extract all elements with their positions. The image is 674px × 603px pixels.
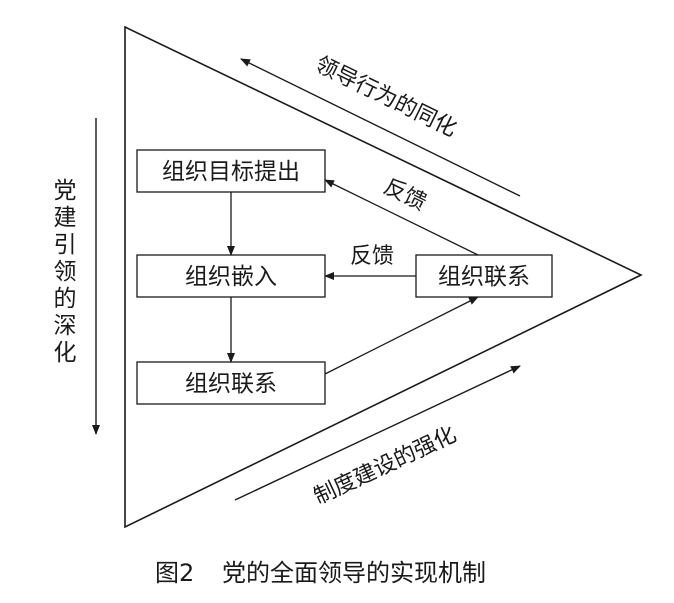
left-side-label: 党建引领的深化 [49,178,77,367]
arrow-link-to-right [324,296,479,375]
box-goal-label: 组织目标提出 [162,159,300,185]
top-edge-label: 领导行为的同化 [311,52,460,142]
figure-title: 党的全面领导的实现机制 [222,559,486,587]
box-goal [136,149,326,193]
feedback-label-lower: 反馈 [350,244,394,269]
figure-number: 图2 [155,559,194,587]
box-embed-label: 组织嵌入 [185,264,277,290]
box-link-right-label: 组织联系 [438,264,530,290]
top-diagonal-arrow [240,58,521,197]
box-link-bottom-label: 组织联系 [185,371,277,397]
bottom-diagonal-arrow [234,365,521,501]
framework-triangle [124,25,643,529]
arrow-feedback-upper [324,179,479,256]
bottom-edge-label: 制度建设的强化 [310,422,460,510]
